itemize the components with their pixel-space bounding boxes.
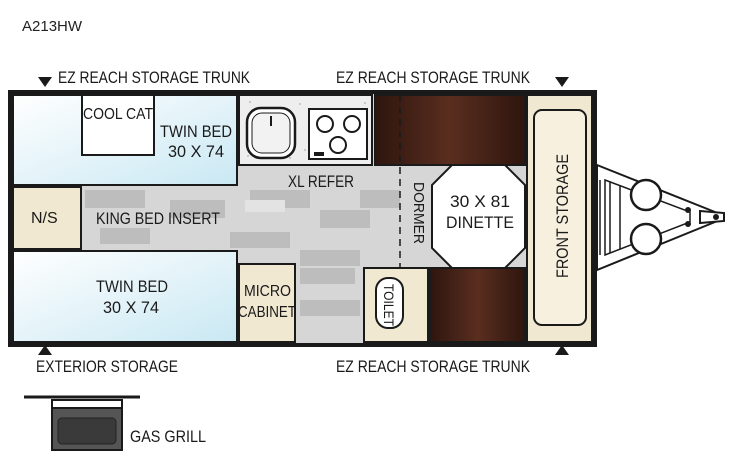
model-code: A213HW <box>22 18 83 35</box>
micro-label: MICRO <box>244 283 291 300</box>
twin-bed-bottom <box>12 250 238 343</box>
front-storage-inner <box>533 109 587 326</box>
king-bed-insert-label: KING BED INSERT <box>96 209 220 228</box>
cool-cat-unit <box>81 94 155 156</box>
arrow-marker-top-left <box>38 77 52 87</box>
propane-tank-top <box>629 178 663 212</box>
toilet-icon <box>375 277 404 329</box>
twin-bed-top-size: 30 X 74 <box>168 142 224 161</box>
front-storage-label: FRONT STORAGE <box>553 154 572 278</box>
ns-cabinet <box>12 186 82 250</box>
toilet-label: TOILET <box>381 284 397 326</box>
micro-cabinet <box>238 263 296 343</box>
cool-cat-label: COOL CAT <box>83 106 153 123</box>
twin-bed-bottom-label: TWIN BED <box>96 277 168 296</box>
dinette-size-label: 30 X 81 <box>450 192 510 211</box>
trailer-hitch <box>596 163 725 272</box>
gas-grill-icon <box>24 395 140 451</box>
twin-bed-top-label: TWIN BED <box>160 122 232 141</box>
dormer-label: DORMER <box>410 182 427 244</box>
exterior-storage-label: EXTERIOR STORAGE <box>36 357 178 376</box>
twin-bed-bottom-size: 30 X 74 <box>103 298 159 317</box>
xl-refer-label: XL REFER <box>288 172 354 191</box>
dinette-bench-bottom <box>429 267 526 343</box>
ns-label: N/S <box>31 210 58 227</box>
sink-icon <box>245 106 297 160</box>
trunk-label-top-right: EZ REACH STORAGE TRUNK <box>336 68 531 87</box>
cabinet-label: CABINET <box>238 304 296 321</box>
stove-icon <box>308 108 368 160</box>
dinette-label: DINETTE <box>446 213 514 232</box>
dinette-bench-top <box>374 94 526 166</box>
arrow-marker-bottom-left <box>38 345 52 355</box>
arrow-marker-top-right <box>555 77 569 87</box>
gas-grill-label: GAS GRILL <box>130 427 206 446</box>
propane-tank-bottom <box>629 222 663 256</box>
floor-planks <box>85 190 400 316</box>
trunk-label-bottom-right: EZ REACH STORAGE TRUNK <box>336 357 531 376</box>
arrow-marker-bottom-right <box>555 345 569 355</box>
dinette-table <box>431 164 526 269</box>
trunk-label-top-left: EZ REACH STORAGE TRUNK <box>58 68 251 87</box>
